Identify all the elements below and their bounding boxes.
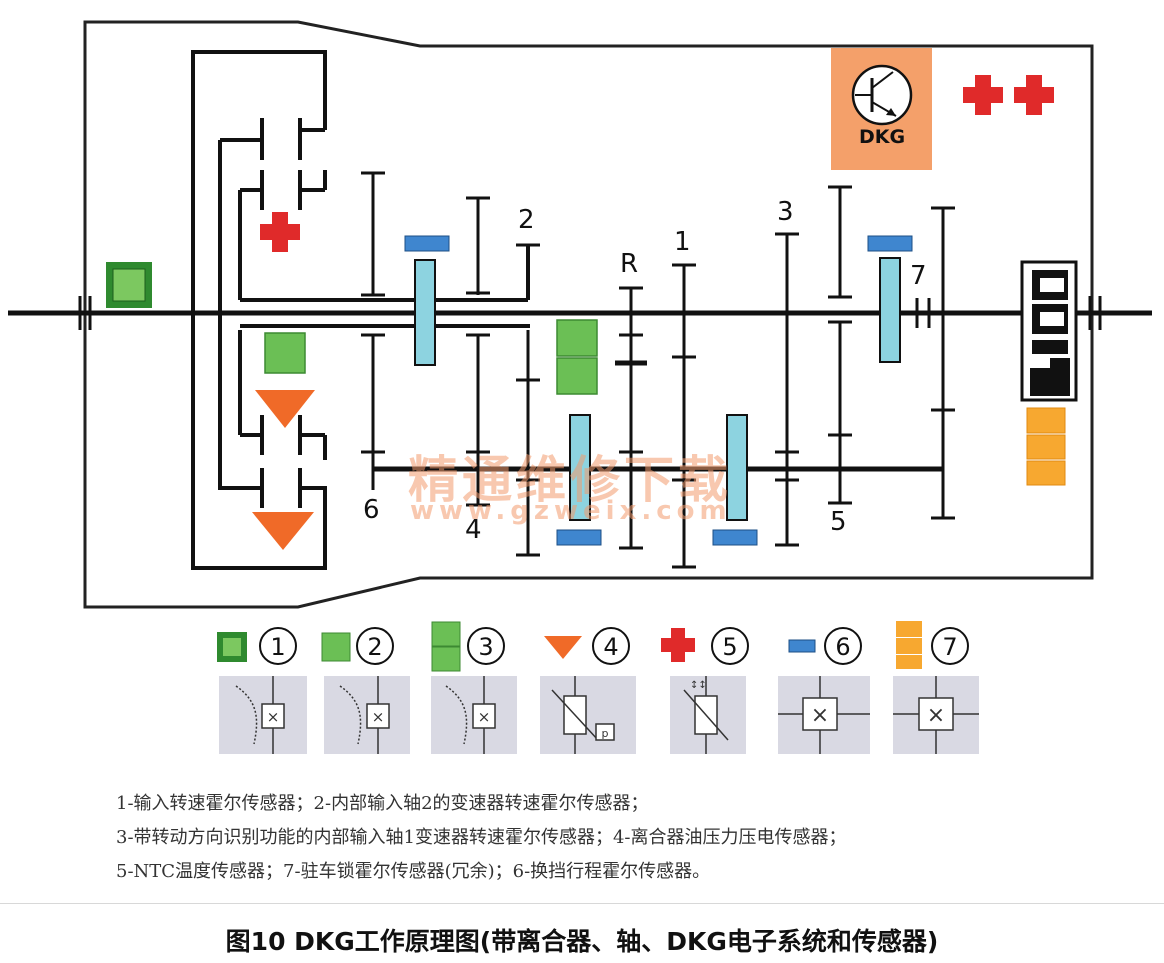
svg-text:×: × bbox=[372, 708, 385, 726]
clutch-pressure-sensor-icon bbox=[252, 512, 314, 550]
dual-clutch bbox=[191, 50, 528, 570]
legend-item-3: 3 × bbox=[431, 621, 517, 754]
legend-number-5: 5 bbox=[722, 633, 737, 661]
legend-number-4: 4 bbox=[603, 633, 618, 661]
gear-label-3: 3 bbox=[777, 197, 794, 227]
legend-item-7: 7 × bbox=[893, 621, 979, 754]
gear-label-6: 6 bbox=[363, 495, 380, 525]
svg-text:×: × bbox=[478, 708, 491, 726]
divider bbox=[0, 903, 1164, 904]
gear-label-1: 1 bbox=[674, 227, 691, 257]
ecu-label: DKG bbox=[859, 126, 905, 148]
legend-number-1: 1 bbox=[270, 633, 285, 661]
shift-travel-sensor-icon bbox=[404, 235, 913, 546]
legend-item-4: 4 p bbox=[540, 627, 636, 754]
clutch-pressure-sensor-icon bbox=[255, 390, 315, 428]
svg-text:×: × bbox=[927, 703, 945, 728]
synchronizers bbox=[414, 257, 901, 521]
input-speed-sensor-icon bbox=[106, 262, 152, 308]
gear-label-reverse: R bbox=[620, 249, 638, 279]
watermark-url: www.gzweix.com bbox=[410, 496, 732, 526]
legend-text-line-1: 1-输入转速霍尔传感器；2-内部输入轴2的变速器转速霍尔传感器； bbox=[116, 793, 649, 814]
parking-lock-sensor-icon bbox=[1026, 407, 1066, 486]
shaft2-speed-sensor-icon bbox=[264, 332, 306, 374]
temperature-sensor-icon bbox=[963, 75, 1054, 115]
legend-number-6: 6 bbox=[835, 633, 850, 661]
temperature-sensor-icon bbox=[260, 212, 300, 252]
shaft1-speed-sensor-icon bbox=[556, 319, 598, 395]
svg-text:×: × bbox=[267, 708, 280, 726]
watermark-text: 精通维修下载 bbox=[408, 451, 732, 509]
gear-label-7: 7 bbox=[910, 261, 927, 291]
dkg-ecu-box: DKG bbox=[831, 48, 932, 170]
svg-text:p: p bbox=[602, 727, 609, 740]
legend-number-7: 7 bbox=[942, 633, 957, 661]
legend-item-2: 2 × bbox=[321, 627, 410, 754]
figure-caption: 图10 DKG工作原理图(带离合器、轴、DKG电子系统和传感器) bbox=[225, 927, 939, 956]
legend-item-5: 5 ↕↕ bbox=[661, 627, 749, 754]
legend-item-6: 6 × bbox=[778, 627, 870, 754]
gear-label-5: 5 bbox=[830, 507, 847, 537]
legend-row: 1 × 2 × 3 × bbox=[217, 621, 979, 754]
legend-item-1: 1 × bbox=[217, 627, 307, 754]
legend-number-2: 2 bbox=[367, 633, 382, 661]
gear-label-2: 2 bbox=[518, 205, 535, 235]
svg-text:↕↕: ↕↕ bbox=[690, 680, 707, 691]
svg-text:×: × bbox=[811, 703, 829, 728]
parking-lock-mechanism bbox=[1020, 260, 1078, 402]
clutch-plates bbox=[260, 118, 302, 508]
legend-text-line-2: 3-带转动方向识别功能的内部输入轴1变速器转速霍尔传感器；4-离合器油压力压电传… bbox=[116, 827, 847, 848]
legend-text-line-3: 5-NTC温度传感器；7-驻车锁霍尔传感器(冗余)；6-换挡行程霍尔传感器。 bbox=[116, 861, 711, 882]
legend-number-3: 3 bbox=[478, 633, 493, 661]
gear-wheels bbox=[361, 171, 955, 569]
housing-outline bbox=[83, 20, 1094, 609]
gear-label-4: 4 bbox=[465, 515, 482, 545]
